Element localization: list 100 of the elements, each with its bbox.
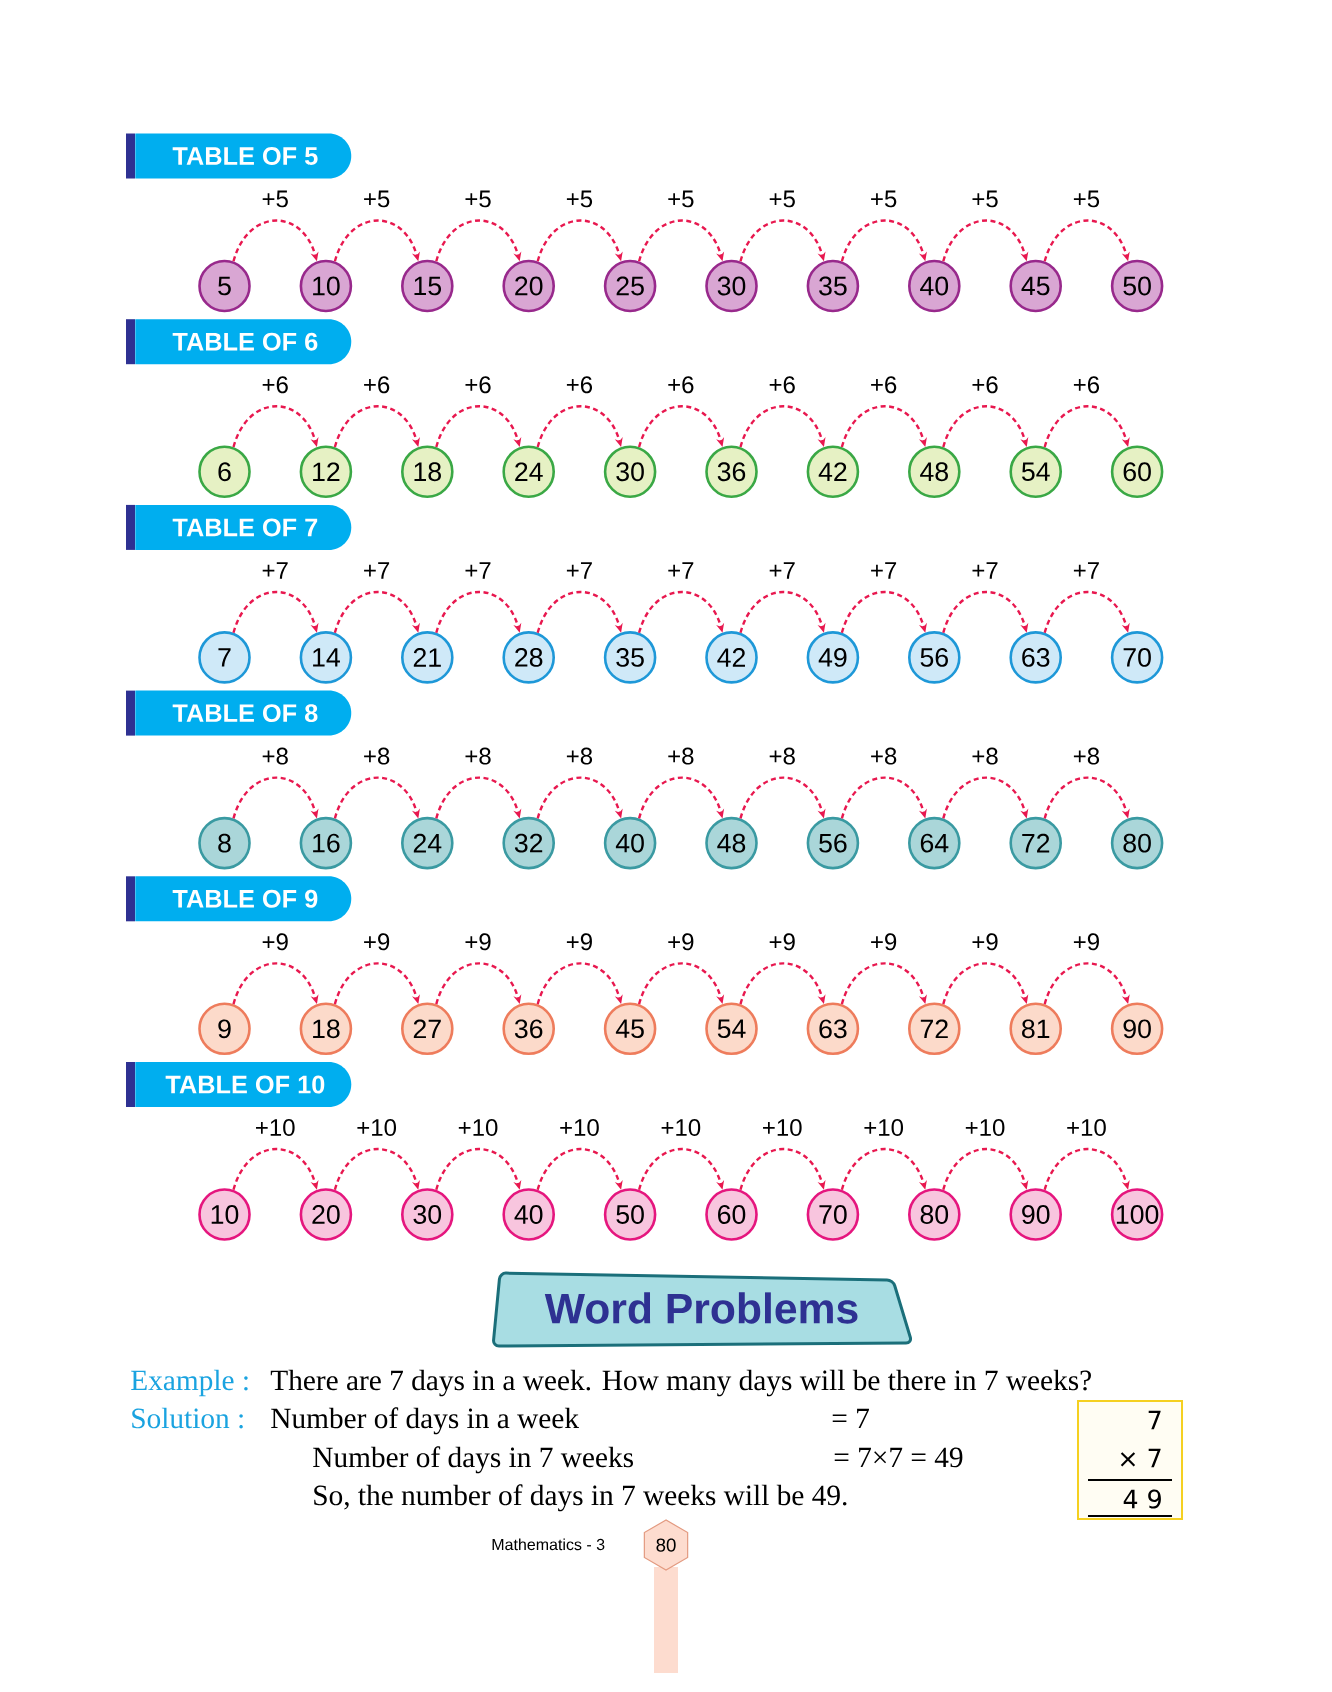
multiplication-box: 7 × 7 4 9 (1077, 1400, 1183, 1520)
edge-label: +7 (668, 562, 694, 579)
edge-label: +6 (465, 376, 491, 394)
title-tab: TABLE OF 9 (126, 876, 352, 922)
arrow (232, 776, 319, 819)
edge-label: +5 (566, 190, 593, 208)
arrow (942, 219, 1029, 262)
arrow (435, 405, 522, 448)
edge-label: +8 (972, 747, 998, 765)
arrow (536, 219, 623, 262)
arrow (840, 405, 927, 448)
edge-label: +10 (965, 1119, 1005, 1136)
edge-label: +10 (661, 1119, 701, 1136)
arrow (942, 962, 1029, 1005)
arrow (536, 1147, 623, 1191)
arrow (637, 590, 725, 634)
arrow (333, 219, 420, 262)
edge-label: +10 (357, 1119, 397, 1136)
arrow (435, 1147, 522, 1191)
edge-label: +9 (668, 933, 694, 951)
edge-label: +6 (1073, 376, 1100, 394)
arrow (333, 405, 420, 448)
arrow (536, 776, 623, 819)
arrow (1043, 405, 1130, 448)
arrow (739, 776, 826, 819)
edge-label: +6 (972, 376, 998, 394)
title-tab: TABLE OF 10 (126, 1062, 352, 1107)
edge-label: +8 (465, 747, 491, 765)
edge-label: +9 (364, 933, 390, 951)
arrow (942, 1147, 1029, 1191)
question-text: There are 7 days in a week. How many days will be there in 7 weeks? (270, 1369, 1091, 1397)
arrow (739, 405, 826, 448)
edge-label: +6 (871, 376, 897, 394)
arrow (637, 219, 725, 262)
edge-label: +9 (871, 933, 897, 951)
arrow (840, 219, 927, 262)
arrow (333, 1147, 420, 1191)
arrow (1043, 962, 1130, 1005)
edge-label: +9 (566, 933, 592, 951)
example-label: Example : (131, 1369, 248, 1397)
footer-text: Mathematics - 3 (492, 1538, 605, 1551)
edge-label: +6 (566, 376, 593, 394)
arrow (1043, 776, 1130, 819)
edge-label: +7 (465, 562, 491, 579)
edge-label: +9 (465, 933, 491, 951)
arrow (637, 405, 725, 448)
page-number: 80 (643, 1519, 689, 1571)
edge-label: +5 (1073, 190, 1100, 208)
arrow (536, 590, 623, 634)
arrow (840, 1147, 927, 1191)
edge-label: +6 (364, 376, 390, 394)
arrow (637, 1147, 725, 1191)
title-tab: TABLE OF 8 (126, 690, 352, 736)
title-tab: TABLE OF 6 (126, 319, 352, 365)
arrow (739, 219, 826, 262)
edge-label: +6 (769, 376, 795, 394)
edge-label: +6 (262, 376, 288, 394)
title-banner: Word Problems (492, 1271, 912, 1348)
arrow (232, 405, 319, 448)
arrow (232, 590, 319, 634)
arrow (637, 962, 725, 1005)
edge-label: +9 (262, 933, 288, 951)
arrow (840, 962, 927, 1005)
arrow (942, 590, 1029, 634)
edge-label: +7 (262, 562, 288, 579)
edge-label: +9 (972, 933, 998, 951)
edge-label: +5 (769, 190, 795, 208)
edge-label: +9 (1073, 933, 1099, 951)
arrow (536, 962, 623, 1005)
edge-label: +10 (458, 1119, 498, 1136)
arrow (435, 962, 522, 1005)
arrow (333, 962, 420, 1005)
edge-label: +10 (1067, 1119, 1106, 1136)
edge-label: +5 (871, 190, 897, 208)
arrow (435, 590, 522, 634)
arrow (1043, 1147, 1130, 1191)
solution-text: Number of days in a week (271, 1407, 579, 1435)
edge-label: +7 (972, 562, 998, 579)
edge-label: +8 (668, 747, 694, 765)
edge-label: +8 (1073, 747, 1100, 765)
equation-text: = 7 (832, 1408, 869, 1428)
answer-text: So, the number of days in 7 weeks will be 49. (314, 1484, 847, 1512)
edge-label: +5 (262, 190, 288, 208)
arrow (333, 776, 420, 819)
arrow (232, 962, 319, 1005)
edge-label: +7 (769, 562, 795, 579)
edge-label: +5 (465, 190, 491, 208)
arrow (739, 962, 826, 1005)
arrow (840, 776, 927, 819)
edge-label: +8 (262, 747, 288, 765)
edge-label: +6 (668, 376, 694, 394)
arrow (435, 219, 522, 262)
edge-label: +7 (1073, 562, 1099, 579)
arrow (1043, 219, 1130, 262)
arrow (739, 590, 826, 634)
edge-label: +5 (364, 190, 390, 208)
arrow (333, 590, 420, 634)
title-tab: TABLE OF 5 (126, 133, 352, 179)
solution-text: Number of days in 7 weeks (313, 1446, 633, 1474)
solution-label: Solution : (132, 1407, 243, 1429)
